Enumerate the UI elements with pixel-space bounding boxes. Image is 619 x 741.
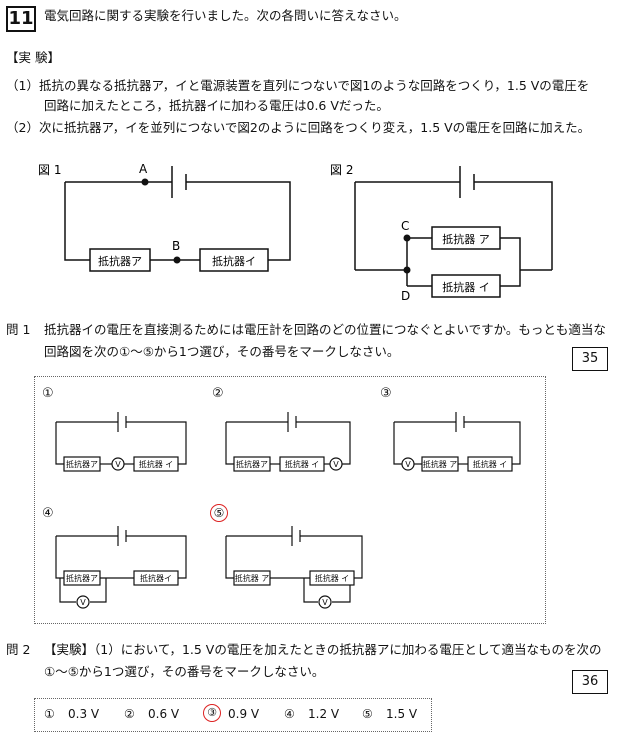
q2-label: 問 2 — [6, 642, 31, 657]
fig1-label: 図 1 — [38, 163, 61, 177]
opt2-resistor-i: 抵抗器 イ — [285, 459, 320, 469]
opt1-voltmeter: V — [115, 460, 121, 469]
opt2-voltmeter: V — [333, 460, 339, 469]
q1-label: 問 1 — [6, 322, 31, 337]
q2-line1: 【実験】（1）において，1.5 Vの電圧を加えたときの抵抗器アに加わる電圧として… — [44, 642, 602, 657]
fig2-label: 図 2 — [330, 163, 353, 177]
q2-choice-5-value: 1.5 V — [386, 707, 418, 721]
question-number: 11 — [6, 6, 36, 32]
opt2-resistor-a: 抵抗器ア — [236, 459, 268, 469]
point-a-label: A — [139, 162, 148, 176]
q2-line2: ①～⑤から1つ選び，その番号をマークしなさい。 — [44, 664, 325, 679]
q1-answer-box[interactable]: 35 — [572, 347, 608, 371]
experiment-step1: （1）抵抗の異なる抵抗器ア，イと電源装置を直列につないで図1のような回路をつくり… — [6, 78, 590, 93]
fig1-resistor-a: 抵抗器ア — [98, 254, 142, 268]
opt5-voltmeter: V — [322, 598, 328, 607]
opt3-resistor-i: 抵抗器 イ — [473, 459, 508, 469]
point-b-dot — [173, 256, 181, 264]
figures: 図 1 図 2 A B C D 抵抗器ア 抵抗器イ 抵抗器 ア 抵抗器 イ — [38, 162, 553, 303]
fig1-resistor-i: 抵抗器イ — [212, 254, 256, 268]
q2-choice-4-num[interactable]: ④ — [284, 707, 295, 721]
q2-choice-4-value: 1.2 V — [308, 707, 340, 721]
point-b-label: B — [172, 239, 180, 253]
option-2-label[interactable]: ② — [212, 386, 224, 401]
point-d-dot — [403, 266, 411, 274]
q2-choice-3-value: 0.9 V — [228, 707, 260, 721]
point-c-dot — [403, 234, 411, 242]
q2-choice-2-num[interactable]: ② — [124, 707, 135, 721]
experiment-step2: （2）次に抵抗器ア，イを並列につないで図2のように回路をつくり変え，1.5 Vの… — [6, 120, 591, 135]
option-5-label-marked[interactable]: ⑤ — [210, 504, 228, 522]
q2-choice-5-num[interactable]: ⑤ — [362, 707, 373, 721]
option-4-label[interactable]: ④ — [42, 506, 54, 521]
q2-choice-2-value: 0.6 V — [148, 707, 180, 721]
fig2-resistor-a: 抵抗器 ア — [442, 232, 490, 246]
opt1-resistor-i: 抵抗器 イ — [139, 459, 174, 469]
point-a-dot — [141, 178, 149, 186]
opt4-resistor-i: 抵抗器イ — [140, 573, 172, 583]
experiment-heading: 【実 験】 — [6, 50, 60, 65]
opt4-voltmeter: V — [80, 598, 86, 607]
q2-choice-1-value: 0.3 V — [68, 707, 100, 721]
q2-answer-box[interactable]: 36 — [572, 670, 608, 694]
option-3-label[interactable]: ③ — [380, 386, 392, 401]
point-c-label: C — [401, 219, 409, 233]
option-1-label[interactable]: ① — [42, 386, 54, 401]
q1-options-panel — [34, 376, 546, 624]
opt5-resistor-i: 抵抗器 イ — [315, 573, 350, 583]
fig2-resistor-i: 抵抗器 イ — [442, 280, 490, 294]
opt3-resistor-a: 抵抗器 ア — [423, 459, 458, 469]
experiment-step1-cont: 回路に加えたところ，抵抗器イに加わる電圧は0.6 Vだった。 — [44, 98, 389, 113]
opt5-resistor-a: 抵抗器 ア — [235, 573, 270, 583]
q1-line1: 抵抗器イの電圧を直接測るためには電圧計を回路のどの位置につなぐとよいですか。もっ… — [44, 322, 606, 337]
point-d-label: D — [401, 289, 410, 303]
q2-choice-3-num-marked[interactable]: ③ — [203, 704, 221, 722]
opt1-resistor-a: 抵抗器ア — [66, 459, 98, 469]
question-title: 電気回路に関する実験を行いました。次の各問いに答えなさい。 — [44, 8, 407, 23]
q1-circuit-options: 抵抗器ア V 抵抗器 イ 抵抗器ア 抵抗器 イ V V 抵抗器 ア 抵抗器 イ … — [55, 412, 521, 609]
q1-line2: 回路図を次の①～⑤から1つ選び，その番号をマークしなさい。 — [44, 344, 400, 359]
q2-choices-panel — [34, 698, 432, 732]
opt4-resistor-a: 抵抗器ア — [66, 573, 98, 583]
q2-choice-1-num[interactable]: ① — [44, 707, 55, 721]
opt3-voltmeter: V — [405, 460, 411, 469]
